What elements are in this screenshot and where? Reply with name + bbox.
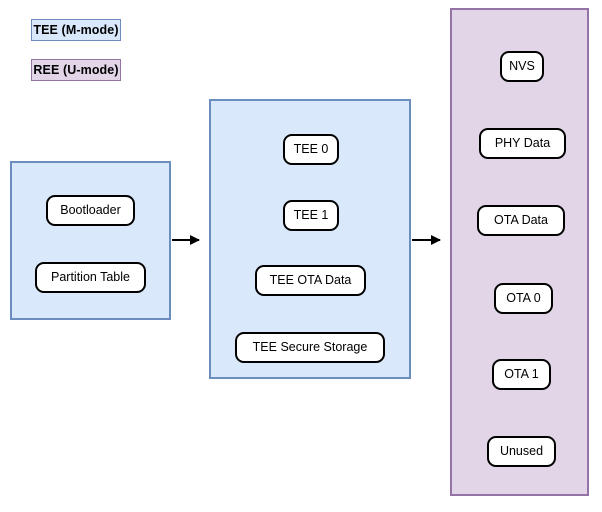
node-tee-0: TEE 0 [283,134,339,165]
node-partition-table: Partition Table [35,262,146,293]
node-nvs: NVS [500,51,544,82]
legend-item-ree: REE (U-mode) [31,59,121,81]
node-ota-data: OTA Data [477,205,565,236]
node-tee-1: TEE 1 [283,200,339,231]
node-ota-0: OTA 0 [494,283,553,314]
node-ota-1: OTA 1 [492,359,551,390]
container-boot-region [10,161,171,320]
arrow-tee-to-ree [412,239,440,241]
arrow-boot-to-tee [172,239,199,241]
container-ree-region [450,8,589,496]
legend-item-tee: TEE (M-mode) [31,19,121,41]
node-phy-data: PHY Data [479,128,566,159]
node-unused: Unused [487,436,556,467]
node-bootloader: Bootloader [46,195,135,226]
node-tee-secure-storage: TEE Secure Storage [235,332,385,363]
node-tee-ota-data: TEE OTA Data [255,265,366,296]
